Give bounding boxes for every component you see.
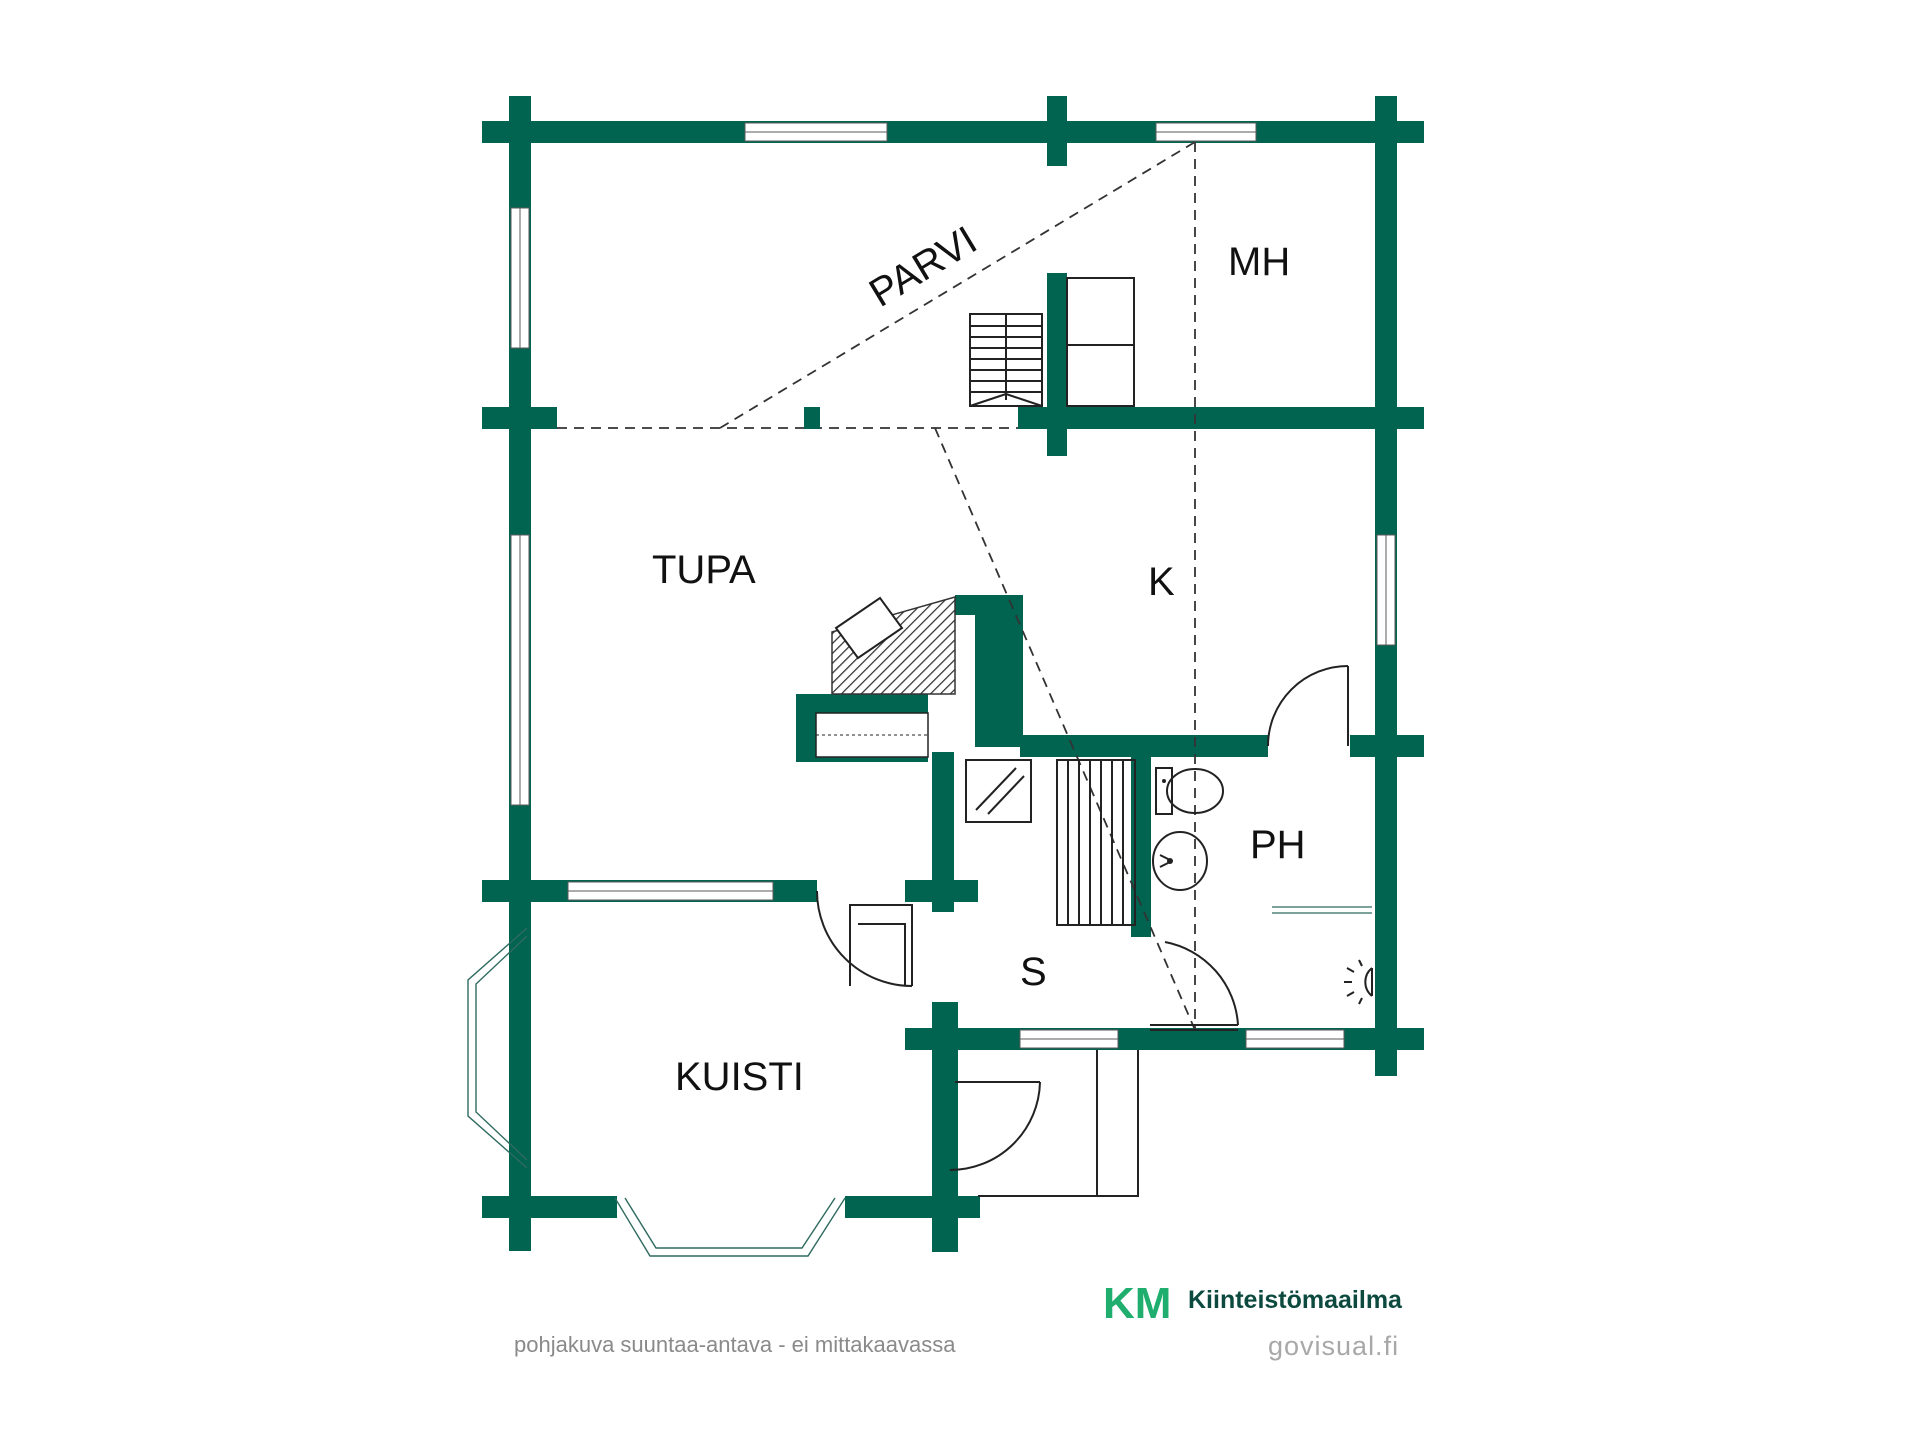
shower-icon — [1344, 959, 1373, 1005]
room-label-parvi: PARVI — [862, 218, 984, 316]
room-label-tupa: TUPA — [652, 548, 756, 592]
room-label-k: K — [1148, 560, 1175, 604]
post — [804, 407, 820, 429]
room-label-kuisti: KUISTI — [675, 1055, 804, 1099]
sink-icon — [1152, 831, 1208, 891]
shower-screen — [1272, 906, 1372, 914]
site-url: govisual.fi — [1268, 1331, 1399, 1361]
room-label-ph: PH — [1250, 823, 1306, 867]
room-label-s: S — [1020, 950, 1047, 994]
brand-mark: KM — [1103, 1279, 1171, 1328]
disclaimer-text: pohjakuva suuntaa-antava - ei mittakaava… — [514, 1332, 956, 1357]
brand-logo: KM Kiinteistömaailma — [1103, 1279, 1403, 1328]
loft-stairs — [969, 277, 1135, 407]
sauna-heater — [965, 759, 1032, 823]
doors — [816, 665, 1349, 1197]
windows — [510, 122, 1396, 1049]
bay-window-left — [467, 927, 528, 1169]
loft-outline — [557, 141, 1196, 1031]
brand-name: Kiinteistömaailma — [1188, 1286, 1403, 1314]
bay-window-bottom — [614, 1197, 846, 1257]
sauna-bench — [1056, 759, 1136, 926]
room-label-mh: MH — [1228, 240, 1290, 284]
stove-icon — [815, 596, 956, 758]
toilet-icon — [1155, 767, 1224, 815]
